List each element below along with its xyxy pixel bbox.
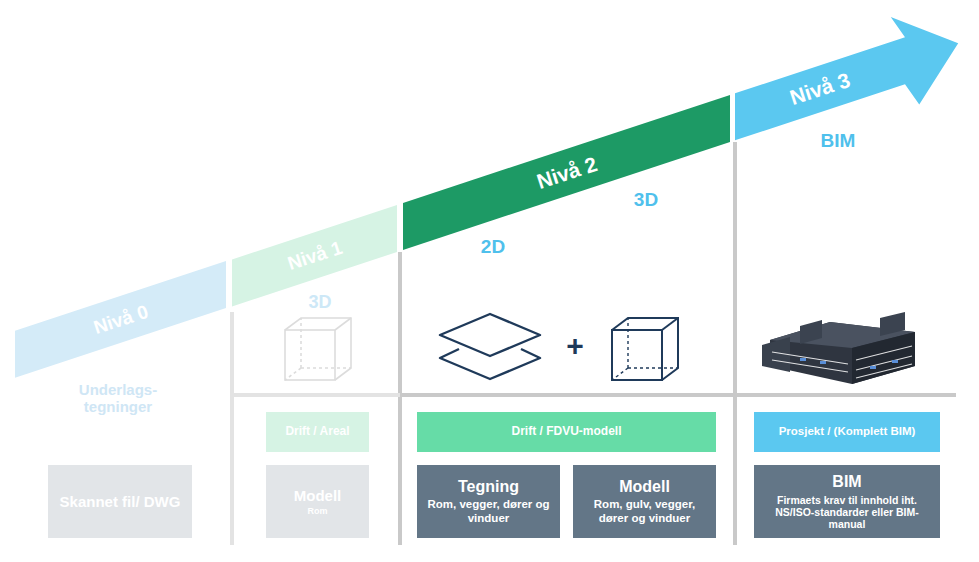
box-body: Firmaets krav til innhold iht. NS/ISO-st… bbox=[760, 494, 934, 530]
box-title: Tegning bbox=[458, 478, 519, 496]
building-illustration bbox=[762, 312, 915, 384]
content-box: TegningRom, vegger, dører og vinduer bbox=[417, 465, 560, 538]
category-box: Prosjekt / (Komplett BIM) bbox=[754, 412, 940, 452]
content-box: ModellRom bbox=[266, 465, 369, 538]
box-title: Modell bbox=[294, 487, 342, 504]
level-band: Nivå 0 bbox=[15, 261, 226, 378]
divider-line bbox=[230, 312, 234, 545]
box-title: BIM bbox=[832, 473, 861, 491]
dimension-label: 3D bbox=[290, 292, 350, 313]
level-band: Nivå 2 bbox=[403, 95, 730, 250]
box-title: Skannet fil/ DWG bbox=[60, 493, 181, 510]
divider-line bbox=[232, 393, 400, 397]
band-fill bbox=[735, 17, 958, 140]
cube-icon bbox=[285, 318, 351, 380]
divider-line bbox=[733, 142, 737, 545]
category-box: Drift / FDVU-modell bbox=[417, 412, 716, 452]
divider-line bbox=[398, 252, 402, 545]
level-label: BIM bbox=[798, 130, 878, 152]
level-band: Nivå 1 bbox=[232, 205, 397, 306]
band-fill bbox=[232, 205, 397, 306]
box-body: Rom, vegger, dører og vinduer bbox=[423, 498, 554, 524]
box-body: Rom, gulv, vegger, dører og vinduer bbox=[579, 498, 710, 524]
plus-sign: + bbox=[555, 329, 595, 364]
layers-icon bbox=[440, 314, 540, 379]
grid-lines bbox=[232, 142, 956, 545]
box-title: Drift / Areal bbox=[285, 425, 349, 439]
box-body: Rom bbox=[308, 506, 328, 516]
box-title: Modell bbox=[619, 478, 670, 496]
band-fill bbox=[15, 261, 226, 378]
level-arrow: Nivå 3 bbox=[735, 17, 958, 140]
dimension-label: 3D bbox=[616, 189, 676, 211]
category-box: Drift / Areal bbox=[266, 412, 369, 452]
cube-icon bbox=[612, 318, 678, 380]
box-title: Prosjekt / (Komplett BIM) bbox=[779, 425, 916, 438]
band-fill bbox=[403, 95, 730, 250]
dimension-label: 2D bbox=[463, 236, 523, 258]
content-box: BIM Firmaets krav til innhold iht. NS/ISO… bbox=[754, 465, 940, 538]
column-heading: Underlags- tegninger bbox=[43, 381, 193, 416]
format-box: Skannet fil/ DWG bbox=[48, 465, 192, 538]
content-box: ModellRom, gulv, vegger, dører og vindue… bbox=[573, 465, 716, 538]
divider-line bbox=[400, 393, 956, 397]
box-title: Drift / FDVU-modell bbox=[512, 425, 622, 439]
